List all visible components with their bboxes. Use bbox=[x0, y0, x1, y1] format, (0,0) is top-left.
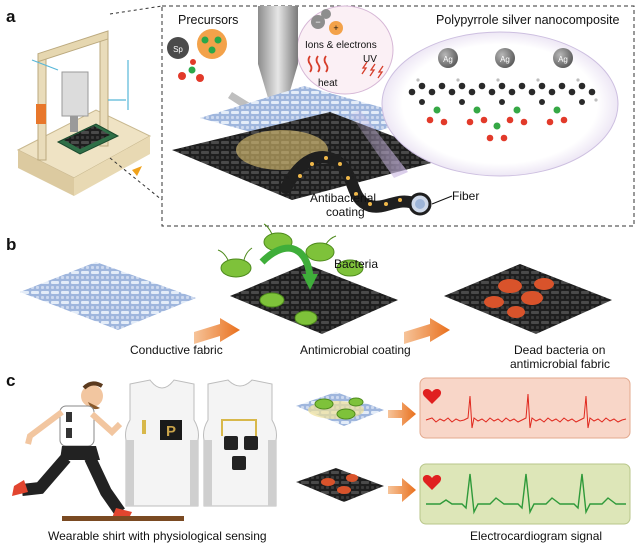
runner-illustration bbox=[12, 381, 184, 521]
panel-c: c P bbox=[6, 371, 631, 543]
university-logo: P bbox=[166, 423, 176, 440]
conductive-fabric-label: Conductive fabric bbox=[130, 343, 223, 357]
arrow-b2 bbox=[404, 318, 450, 344]
panel-a: a Precursors Sp bbox=[6, 5, 635, 227]
precursors-label: Precursors bbox=[178, 13, 238, 27]
electrode-1 bbox=[224, 436, 238, 450]
antibacterial-label-1: Antibacterial bbox=[310, 191, 376, 205]
antibacterial-label-2: coating bbox=[326, 205, 365, 219]
ecg-caption: Electrocardiogram signal bbox=[470, 529, 602, 543]
heart-icon bbox=[422, 389, 442, 404]
electrode-3 bbox=[232, 456, 246, 470]
ecg-trace-clean bbox=[426, 473, 626, 515]
ag-label-3: Ag bbox=[558, 55, 568, 64]
uv-label: UV bbox=[363, 54, 377, 65]
zoom-line-bottom bbox=[109, 157, 163, 201]
bacteria-label: Bacteria bbox=[334, 257, 378, 271]
conductive-fabric-swatch bbox=[20, 262, 196, 330]
shirt-caption: Wearable shirt with physiological sensin… bbox=[48, 529, 267, 543]
fiber-pointer bbox=[431, 195, 453, 205]
ag-label-2: Ag bbox=[500, 55, 510, 64]
ions-electrons-bubble: − + Ions & electrons UV heat bbox=[296, 5, 394, 95]
panel-b: b Conductive fabric Bacteria Antimicrobi… bbox=[6, 223, 612, 371]
dead-bacteria-label-1: Dead bacteria on bbox=[514, 343, 605, 357]
zoom-line-top bbox=[109, 5, 163, 15]
ecg-panel-noisy bbox=[419, 377, 631, 439]
coated-fabric-swatch bbox=[230, 264, 398, 334]
sp-label: Sp bbox=[173, 45, 183, 54]
arrow-c2 bbox=[388, 478, 416, 502]
inset-frame bbox=[161, 5, 635, 227]
nanocomposite-bubble: Ag Ag Ag bbox=[381, 31, 619, 177]
arrow-b1 bbox=[194, 318, 240, 344]
coated-fiber bbox=[280, 151, 432, 216]
panel-b-letter: b bbox=[6, 235, 16, 254]
ecg-trace-noisy bbox=[425, 393, 627, 429]
svg-text:−: − bbox=[315, 17, 320, 27]
antimicrobial-coating-label: Antimicrobial coating bbox=[300, 343, 411, 357]
printer-illustration bbox=[16, 30, 152, 196]
precursor-molecules: Sp bbox=[167, 29, 227, 82]
fiber-label: Fiber bbox=[452, 189, 479, 203]
magnifier-beam bbox=[350, 110, 408, 178]
ecg-panel-clean bbox=[419, 463, 631, 525]
heat-label: heat bbox=[318, 78, 338, 89]
shirt-front: P bbox=[125, 379, 199, 507]
svg-text:+: + bbox=[333, 23, 338, 33]
shirt-back bbox=[203, 379, 277, 507]
arrow-c1 bbox=[388, 402, 416, 426]
live-bacteria bbox=[217, 223, 364, 326]
panel-a-letter: a bbox=[6, 7, 16, 26]
ag-label-1: Ag bbox=[443, 55, 453, 64]
bacteria-arrowhead bbox=[302, 274, 318, 290]
heart-icon-2 bbox=[422, 475, 442, 490]
ecg-swatch-coated bbox=[296, 468, 384, 502]
dead-bacteria-label-2: antimicrobial fabric bbox=[510, 357, 610, 371]
nanocomposite-title: Polypyrrole silver nanocomposite bbox=[436, 13, 619, 27]
electrode-2 bbox=[244, 436, 258, 450]
dead-bacteria bbox=[484, 278, 554, 318]
bacteria-arrow bbox=[259, 244, 314, 277]
ions-electrons-label: Ions & electrons bbox=[305, 40, 377, 51]
panel-c-letter: c bbox=[6, 371, 15, 390]
